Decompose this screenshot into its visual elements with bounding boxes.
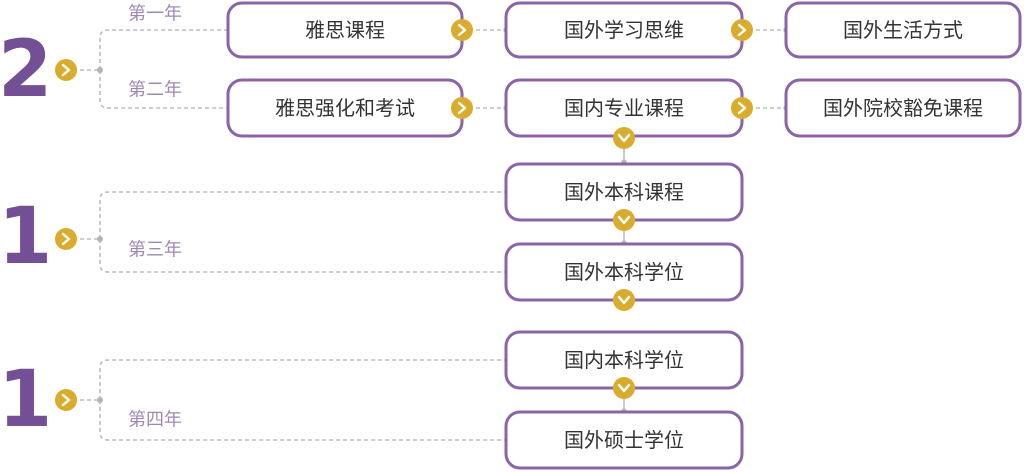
- box-overseas-bachelor-course: 国外本科课程: [504, 162, 744, 222]
- group-3-connectors: [66, 191, 627, 273]
- duration-digit-first: 2: [0, 25, 52, 115]
- box-ielts-intensive-label: 雅思强化和考试: [275, 96, 415, 120]
- bracket-3-upper: [99, 191, 506, 239]
- bracket-2-lower: [99, 70, 228, 109]
- box-ielts-course-label: 雅思课程: [305, 18, 385, 42]
- box-overseas-master-degree: 国外硕士学位: [504, 410, 744, 470]
- bracket-2-dot: [97, 67, 103, 73]
- year-label-4: 第四年: [128, 410, 182, 431]
- box-overseas-master-degree-label: 国外硕士学位: [564, 428, 684, 452]
- bracket-3-dot: [97, 236, 103, 242]
- chevron-right-icon: [451, 97, 473, 119]
- box-ielts-course: 雅思课程: [226, 1, 464, 59]
- chevron-right-icon: [731, 97, 753, 119]
- chevron-right-icon: [55, 389, 77, 411]
- year-label-2: 第二年: [128, 80, 182, 101]
- chevron-down-icon: [613, 377, 635, 399]
- bracket-3-lower: [99, 239, 506, 273]
- box-domestic-bachelor-degree: 国内本科学位: [504, 330, 744, 390]
- box-overseas-exemption-label: 国外院校豁免课程: [823, 96, 983, 120]
- chevron-right-icon: [55, 228, 77, 250]
- box-overseas-exemption: 国外院校豁免课程: [784, 78, 1022, 138]
- box-overseas-thinking: 国外学习思维: [504, 1, 744, 59]
- chevron-right-icon: [731, 19, 753, 41]
- bracket-2-upper: [99, 29, 228, 70]
- box-domestic-major-label: 国内专业课程: [564, 96, 684, 120]
- chevron-down-icon: [613, 209, 635, 231]
- box-overseas-lifestyle-label: 国外生活方式: [843, 18, 963, 42]
- duration-digit-third: 1: [0, 355, 52, 445]
- chevron-right-icon: [55, 59, 77, 81]
- chevron-down-icon: [613, 289, 635, 311]
- year-label-3: 第三年: [128, 240, 182, 261]
- chevron-right-icon: [451, 19, 473, 41]
- bracket-4-upper: [99, 359, 506, 400]
- group-4-connectors: [66, 359, 627, 441]
- box-overseas-lifestyle: 国外生活方式: [784, 1, 1022, 59]
- bracket-4-lower: [99, 400, 506, 441]
- bracket-4-dot: [97, 397, 103, 403]
- box-ielts-intensive: 雅思强化和考试: [226, 78, 464, 138]
- box-overseas-bachelor-degree-label: 国外本科学位: [564, 260, 684, 284]
- chevron-down-icon: [613, 127, 635, 149]
- duration-digit-second: 1: [0, 192, 52, 282]
- year-label-1: 第一年: [128, 4, 182, 25]
- box-overseas-thinking-label: 国外学习思维: [564, 18, 684, 42]
- box-overseas-bachelor-course-label: 国外本科课程: [564, 180, 684, 204]
- box-domestic-bachelor-degree-label: 国内本科学位: [564, 348, 684, 372]
